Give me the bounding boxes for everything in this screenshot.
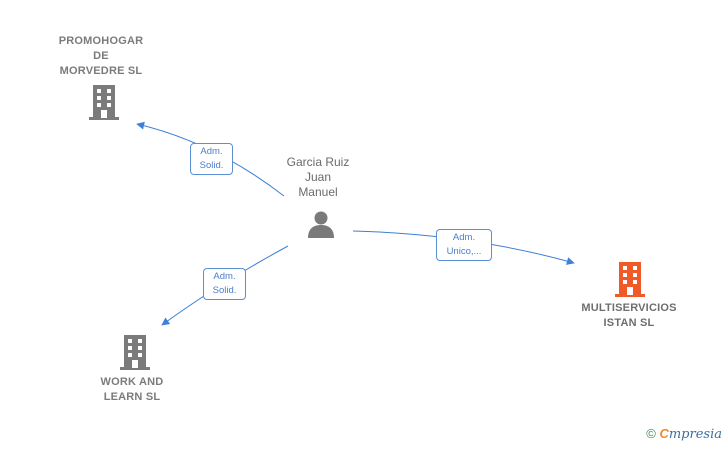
edge-label-multiservicios[interactable]: Adm. Unico,... <box>436 229 492 261</box>
company-node-promohogar[interactable]: PROMOHOGAR DE MORVEDRE SL <box>46 34 156 79</box>
building-icon[interactable] <box>118 334 152 370</box>
empresia-watermark: © Cmpresia <box>646 426 722 442</box>
edge-label-work-and-learn[interactable]: Adm. Solid. <box>203 268 246 300</box>
company-name: WORK AND LEARN SL <box>100 376 164 403</box>
copyright-symbol: © <box>646 426 656 441</box>
building-icon[interactable] <box>613 261 647 297</box>
company-name: PROMOHOGAR DE MORVEDRE SL <box>58 35 144 77</box>
person-name: Garcia Ruiz Juan Manuel <box>286 155 350 199</box>
person-node[interactable]: Garcia Ruiz Juan Manuel <box>268 155 368 200</box>
edge-label-promohogar[interactable]: Adm. Solid. <box>190 143 233 175</box>
company-name: MULTISERVICIOS ISTAN SL <box>581 302 677 329</box>
building-icon[interactable] <box>87 84 121 120</box>
brand-initial: C <box>659 426 669 441</box>
company-node-multiservicios[interactable]: MULTISERVICIOS ISTAN SL <box>566 301 692 331</box>
company-node-work-and-learn[interactable]: WORK AND LEARN SL <box>77 375 187 405</box>
brand-name: mpresia <box>668 427 722 442</box>
person-icon[interactable] <box>306 209 336 239</box>
